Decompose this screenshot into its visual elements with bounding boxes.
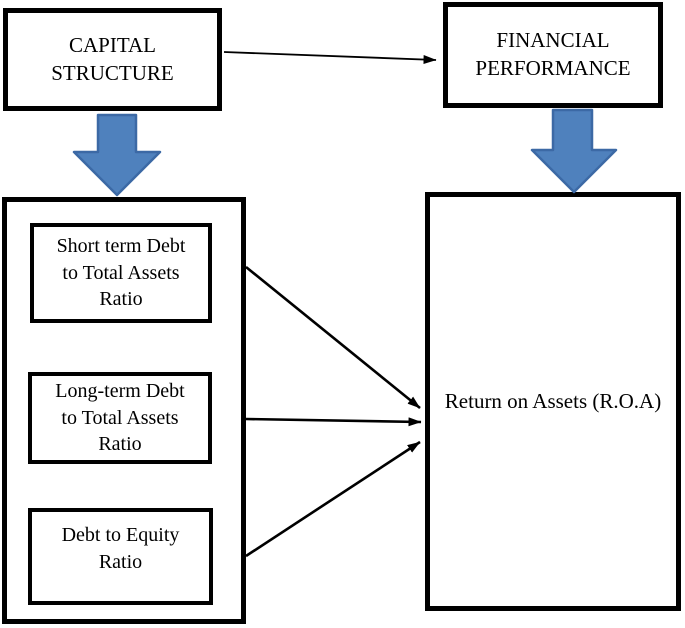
financial-performance-box: FINANCIAL PERFORMANCE — [443, 2, 663, 108]
long-term-debt-ratio-box: Long-term Debt to Total Assets Ratio — [28, 372, 212, 464]
short-term-debt-ratio-label: Short term Debt to Total Assets Ratio — [56, 234, 186, 311]
block-down-arrow-outline-left — [72, 113, 162, 197]
arrow-long-term-to-roa — [245, 417, 422, 427]
return-on-assets-box: Return on Assets (R.O.A) — [425, 192, 681, 611]
arrow-capital-to-financial — [223, 51, 437, 65]
debt-to-equity-ratio-label: Debt to Equity Ratio — [61, 523, 180, 573]
return-on-assets-label: Return on Assets (R.O.A) — [444, 389, 662, 414]
debt-to-equity-ratio-box: Debt to Equity Ratio — [28, 508, 213, 605]
arrow-short-term-to-roa — [245, 265, 421, 410]
block-down-arrow-outline-right — [530, 108, 618, 194]
short-term-debt-ratio-box: Short term Debt to Total Assets Ratio — [30, 223, 212, 323]
block-down-arrow-icon-right — [532, 110, 616, 192]
financial-performance-label: FINANCIAL PERFORMANCE — [475, 28, 631, 80]
capital-structure-box: CAPITAL STRUCTURE — [3, 8, 222, 111]
arrow-debt-equity-to-roa — [245, 440, 421, 558]
capital-structure-label: CAPITAL STRUCTURE — [51, 32, 174, 85]
block-down-arrow-icon-left — [74, 115, 160, 195]
long-term-debt-ratio-label: Long-term Debt to Total Assets Ratio — [55, 379, 185, 456]
